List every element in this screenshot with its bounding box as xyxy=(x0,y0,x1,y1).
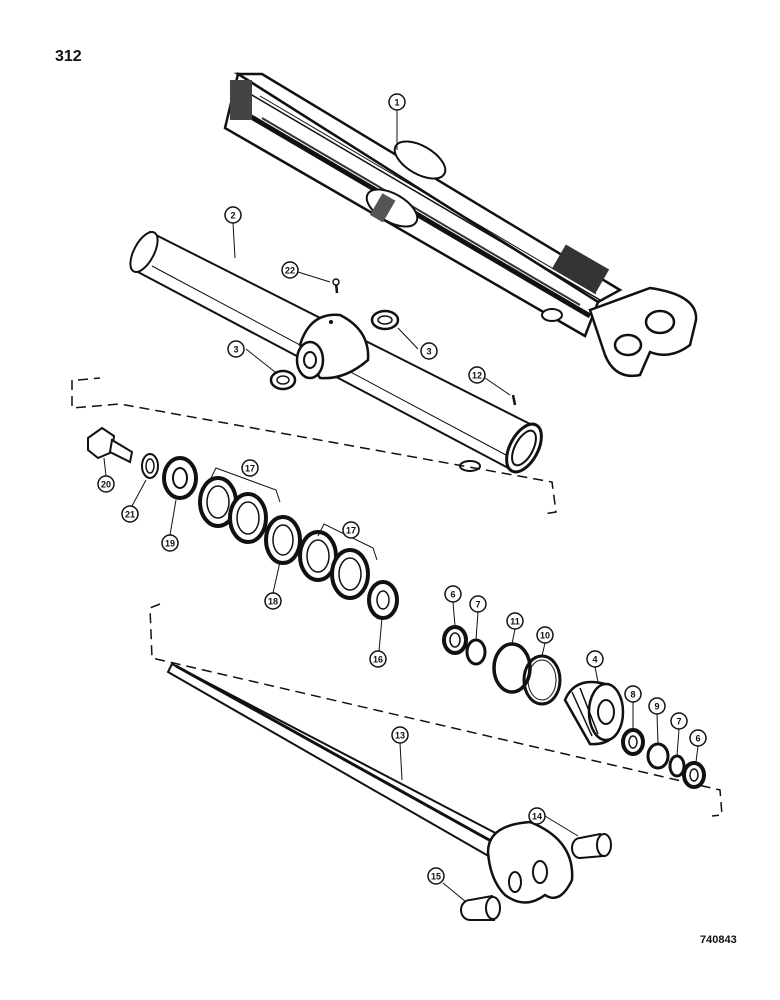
wiper-seal-b xyxy=(682,761,706,789)
bushing-upper xyxy=(370,309,400,331)
callout-6-left: 6 xyxy=(444,585,462,603)
svg-text:17: 17 xyxy=(245,464,255,474)
washer xyxy=(141,453,159,479)
callout-17-lower: 17 xyxy=(342,521,360,539)
rod-group-frame xyxy=(149,603,723,817)
callout-22: 22 xyxy=(281,261,299,279)
callout-19: 19 xyxy=(161,534,179,552)
bushing-rod-lower xyxy=(460,894,501,921)
svg-text:13: 13 xyxy=(395,731,405,741)
callout-11: 11 xyxy=(506,612,524,630)
callout-20: 20 xyxy=(97,475,115,493)
svg-text:20: 20 xyxy=(101,480,111,490)
callout-18: 18 xyxy=(264,592,282,610)
callout-14: 14 xyxy=(528,807,546,825)
svg-text:10: 10 xyxy=(540,631,550,641)
rod-seal xyxy=(621,728,645,756)
wiper-seal-a xyxy=(442,625,468,655)
callout-6-right: 6 xyxy=(689,729,707,747)
callout-1: 1 xyxy=(388,93,406,111)
piston xyxy=(264,515,302,565)
cylinder-barrel xyxy=(129,230,543,474)
callout-10: 10 xyxy=(536,626,554,644)
callout-7-left: 7 xyxy=(469,595,487,613)
callout-3-upper: 3 xyxy=(420,342,438,360)
piston-nut xyxy=(162,456,198,500)
seal-rings-upper xyxy=(198,476,268,544)
svg-text:7: 7 xyxy=(475,600,480,610)
piston-bolt xyxy=(87,426,134,464)
svg-text:18: 18 xyxy=(268,597,278,607)
backup-ring-small xyxy=(646,742,670,770)
drawing-code: 740843 xyxy=(700,934,737,946)
svg-text:14: 14 xyxy=(532,812,542,822)
rod-clevis xyxy=(486,820,574,904)
bushing-rod-upper xyxy=(571,832,612,859)
svg-text:22: 22 xyxy=(285,266,295,276)
callout-21: 21 xyxy=(121,505,139,523)
gland xyxy=(563,680,625,746)
spacer xyxy=(367,580,399,620)
grease-fitting xyxy=(332,278,340,294)
svg-text:15: 15 xyxy=(431,872,441,882)
svg-text:9: 9 xyxy=(654,702,659,712)
callout-12: 12 xyxy=(468,366,486,384)
bushing-lower xyxy=(269,369,297,391)
o-ring-a xyxy=(465,638,487,666)
svg-text:7: 7 xyxy=(676,717,681,727)
svg-text:1: 1 xyxy=(394,98,399,108)
svg-text:16: 16 xyxy=(373,655,383,665)
svg-text:19: 19 xyxy=(165,539,175,549)
callout-8: 8 xyxy=(624,685,642,703)
seal-rings-lower xyxy=(298,530,370,600)
svg-text:4: 4 xyxy=(592,655,597,665)
callout-3-lower: 3 xyxy=(227,340,245,358)
piston-group-frame xyxy=(71,380,557,515)
callout-17-upper: 17 xyxy=(241,459,259,477)
page-number: 312 xyxy=(55,48,82,65)
svg-text:8: 8 xyxy=(630,690,635,700)
callout-13: 13 xyxy=(391,726,409,744)
callout-4: 4 xyxy=(586,650,604,668)
leader-lines xyxy=(103,110,699,903)
svg-text:6: 6 xyxy=(450,590,455,600)
callout-9: 9 xyxy=(648,697,666,715)
set-screw xyxy=(511,394,517,406)
svg-text:6: 6 xyxy=(695,734,700,744)
svg-text:3: 3 xyxy=(233,345,238,355)
cylinder-assembly-cutaway xyxy=(223,72,698,378)
svg-text:3: 3 xyxy=(426,347,431,357)
piston-rod xyxy=(166,662,507,860)
svg-text:11: 11 xyxy=(510,617,520,627)
svg-text:21: 21 xyxy=(125,510,135,520)
svg-text:2: 2 xyxy=(230,211,235,221)
callout-15: 15 xyxy=(427,867,445,885)
callout-7-right: 7 xyxy=(670,712,688,730)
o-ring-b xyxy=(668,754,686,778)
callout-2: 2 xyxy=(224,206,242,224)
svg-text:12: 12 xyxy=(472,371,482,381)
callout-16: 16 xyxy=(369,650,387,668)
svg-text:17: 17 xyxy=(346,526,356,536)
